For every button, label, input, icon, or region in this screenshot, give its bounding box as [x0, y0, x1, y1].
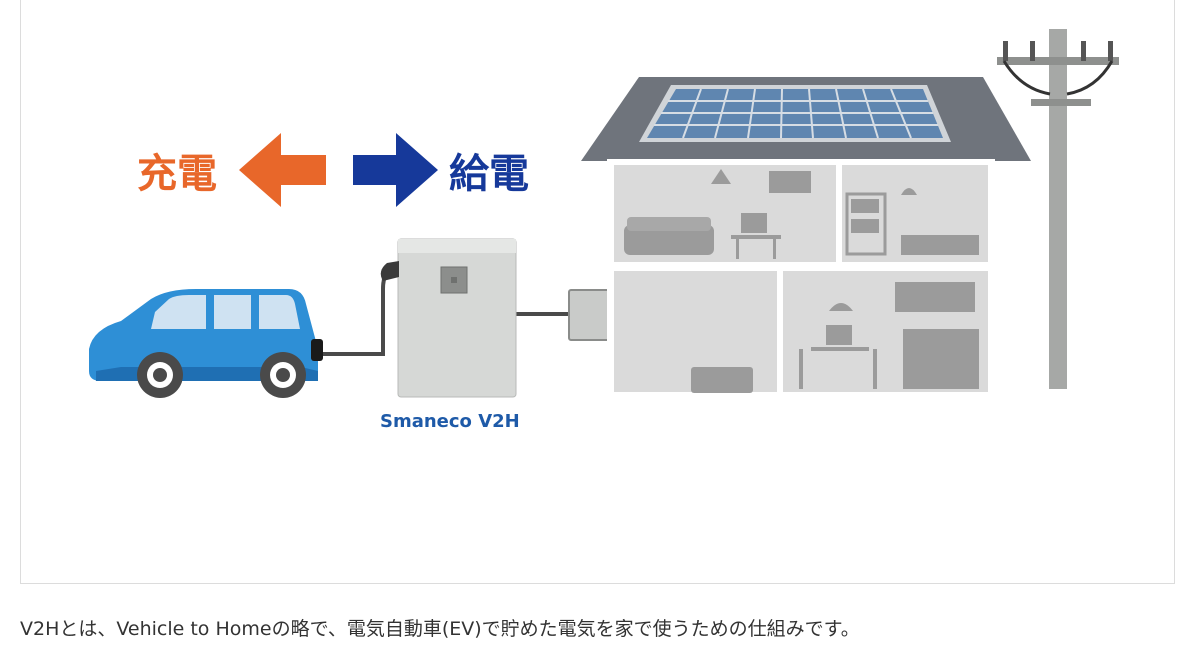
v2h-unit-icon: [380, 238, 517, 398]
diagram-caption: V2Hとは、Vehicle to Homeの略で、電気自動車(EV)で貯めた電気…: [20, 618, 860, 640]
product-label: Smaneco V2H: [380, 411, 520, 432]
solar-panel-icon: [639, 85, 951, 142]
utility-pole-icon: [997, 29, 1119, 389]
diagram-frame: 充電 給電: [20, 0, 1175, 584]
car-icon: [89, 289, 323, 398]
supply-arrow-icon: [353, 133, 438, 207]
supply-label: 給電: [449, 151, 529, 197]
charge-label: 充電: [137, 151, 217, 197]
v2h-diagram: 充電 給電: [89, 29, 1119, 432]
charge-arrow-icon: [239, 133, 326, 207]
